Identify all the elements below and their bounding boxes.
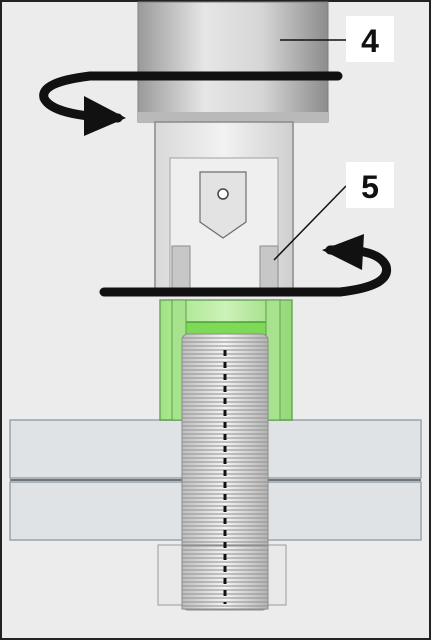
rotation-arrow-lower: [99, 234, 392, 297]
callout-4-label: 4: [361, 23, 379, 59]
rotation-arrow-upper: [39, 71, 343, 136]
tool-cylinder: [137, 1, 329, 123]
latch: [199, 171, 247, 239]
tool-body: [154, 121, 294, 293]
callout-5-leader: [273, 185, 347, 261]
latch-hole: [217, 188, 229, 200]
callout-5-label: 5: [361, 169, 379, 205]
callout-5: 5: [346, 162, 394, 208]
callout-4: 4: [346, 16, 394, 62]
threaded-rod: [157, 333, 287, 611]
